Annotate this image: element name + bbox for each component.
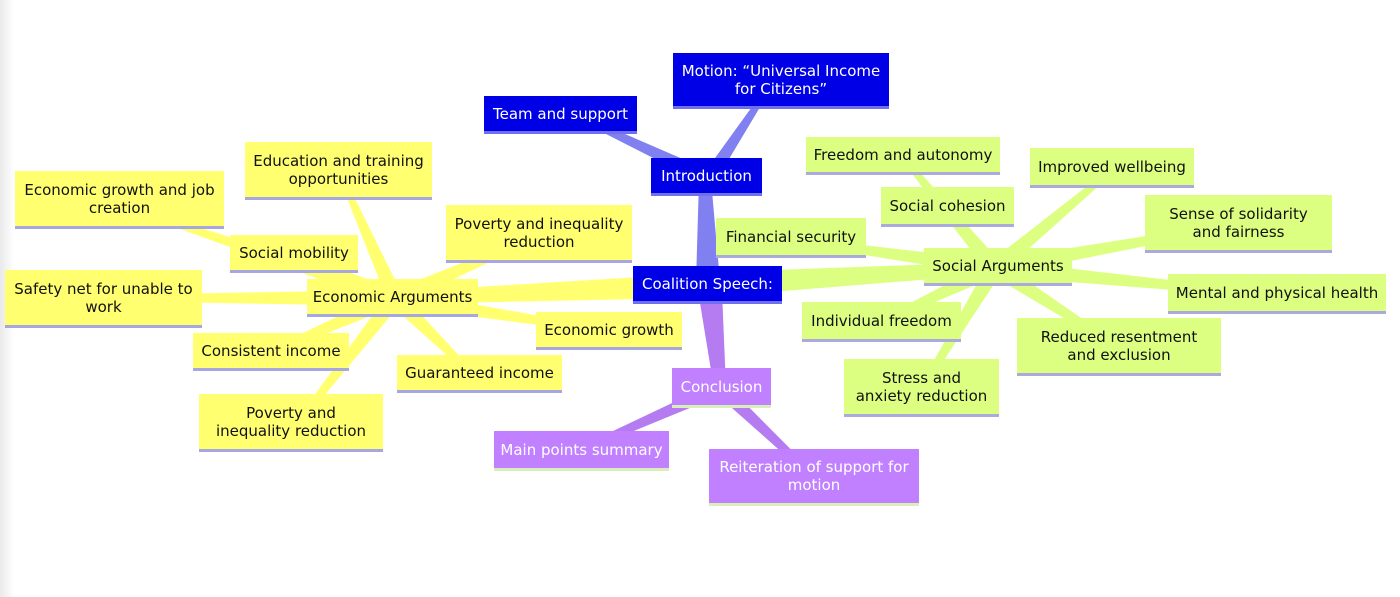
econ-economic-growth-node[interactable]: Economic growth <box>536 312 682 350</box>
social-improved-wellbeing-node[interactable]: Improved wellbeing <box>1030 148 1194 188</box>
economic-arguments-node[interactable]: Economic Arguments <box>307 279 478 317</box>
social-financial-security-node[interactable]: Financial security <box>716 218 866 258</box>
econ-education-training-node[interactable]: Education and training opportunities <box>245 142 432 200</box>
edge-econ-education <box>342 183 403 302</box>
econ-poverty-reduction-left-node[interactable]: Poverty and inequality reduction <box>199 394 383 452</box>
introduction-node[interactable]: Introduction <box>651 158 762 196</box>
social-reduced-resentment-node[interactable]: Reduced resentment and exclusion <box>1017 318 1221 376</box>
social-arguments-node[interactable]: Social Arguments <box>924 248 1072 286</box>
social-freedom-autonomy-node[interactable]: Freedom and autonomy <box>806 137 1000 175</box>
econ-growth-jobs-node[interactable]: Economic growth and job creation <box>15 171 224 229</box>
conclusion-summary-node[interactable]: Main points summary <box>494 431 669 471</box>
intro-team-support-node[interactable]: Team and support <box>484 96 637 134</box>
econ-social-mobility-node[interactable]: Social mobility <box>230 235 358 273</box>
econ-guaranteed-income-node[interactable]: Guaranteed income <box>397 355 562 393</box>
social-cohesion-node[interactable]: Social cohesion <box>881 187 1014 227</box>
conclusion-node[interactable]: Conclusion <box>672 368 771 408</box>
econ-poverty-reduction-top-node[interactable]: Poverty and inequality reduction <box>446 205 632 263</box>
intro-motion-node[interactable]: Motion: “Universal Income for Citizens” <box>673 53 889 109</box>
social-solidarity-fairness-node[interactable]: Sense of solidarity and fairness <box>1145 195 1332 253</box>
edge-root-conclusion <box>698 288 726 389</box>
econ-safety-net-node[interactable]: Safety net for unable to work <box>5 270 202 328</box>
edge-econ-poverty-left <box>297 293 402 422</box>
root-node[interactable]: Coalition Speech: <box>633 266 782 304</box>
edge-intro-motion <box>706 96 765 178</box>
social-stress-anxiety-node[interactable]: Stress and anxiety reduction <box>844 359 999 417</box>
social-mental-physical-health-node[interactable]: Mental and physical health <box>1168 274 1386 314</box>
social-individual-freedom-node[interactable]: Individual freedom <box>802 302 961 342</box>
econ-consistent-income-node[interactable]: Consistent income <box>193 333 349 371</box>
edge-root-introduction <box>696 179 720 283</box>
conclusion-reiteration-node[interactable]: Reiteration of support for motion <box>709 449 919 506</box>
